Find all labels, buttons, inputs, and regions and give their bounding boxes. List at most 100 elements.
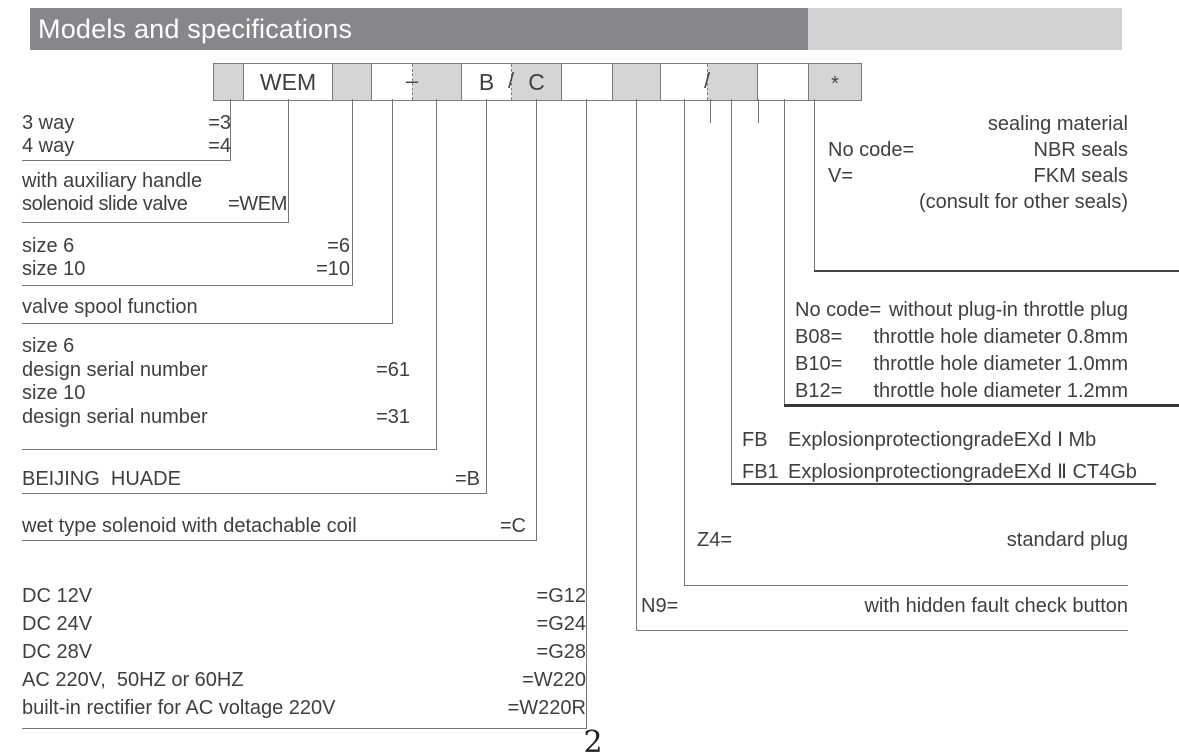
label: with auxiliary handle bbox=[22, 170, 203, 192]
underline-wem bbox=[22, 222, 289, 223]
value: =4 bbox=[208, 135, 231, 157]
value: =W220R bbox=[507, 697, 586, 719]
label-row: DC 28V =G28 bbox=[22, 638, 586, 666]
value: =G24 bbox=[536, 613, 586, 635]
code-cell-8 bbox=[562, 64, 613, 100]
connector-ways bbox=[230, 99, 231, 160]
label: N9= bbox=[641, 595, 679, 617]
underline-spool bbox=[22, 323, 393, 324]
label: 4 way bbox=[22, 135, 75, 157]
section-brand: BEIJING HUADE =B bbox=[22, 468, 480, 491]
label: 3 way bbox=[22, 112, 75, 134]
value: =10 bbox=[316, 258, 350, 280]
value: throttle hole diameter 1.2mm bbox=[873, 380, 1128, 402]
value: =W220 bbox=[522, 669, 586, 691]
section-spool-function: valve spool function bbox=[22, 296, 382, 319]
label-row: design serial number =31 bbox=[22, 406, 410, 430]
section-voltage: DC 12V =G12 DC 24V =G24 DC 28V =G28 AC 2… bbox=[22, 582, 586, 722]
page-title: Models and specifications bbox=[38, 14, 353, 44]
section-throttle-plug: No code= without plug-in throttle plug B… bbox=[795, 297, 1128, 405]
label-row: valve spool function bbox=[22, 296, 382, 319]
label-row: V= FKM seals bbox=[828, 163, 1128, 189]
code-cell-13-asterisk: * bbox=[809, 64, 861, 100]
label-row: 4 way =4 bbox=[22, 135, 231, 158]
label-row: B12= throttle hole diameter 1.2mm bbox=[795, 378, 1128, 405]
section-wem-valve: with auxiliary handle solenoid slide val… bbox=[22, 170, 287, 216]
label-row: wet type solenoid with detachable coil =… bbox=[22, 515, 526, 538]
value: =31 bbox=[376, 405, 410, 428]
label: solenoid slide valve bbox=[22, 193, 188, 215]
connector-stub-1 bbox=[710, 99, 711, 123]
connector-standard-plug bbox=[684, 99, 685, 585]
underline-design bbox=[22, 449, 437, 450]
label: DC 12V bbox=[22, 585, 93, 607]
label: built-in rectifier for AC voltage 220V bbox=[22, 697, 336, 719]
underline-voltage bbox=[22, 728, 587, 729]
value: FKM seals bbox=[1033, 165, 1128, 187]
section-header-bar-extension bbox=[808, 8, 1122, 50]
label: DC 28V bbox=[22, 641, 93, 663]
label: No code= bbox=[828, 139, 915, 161]
label: B08= bbox=[795, 326, 843, 348]
connector-explosion bbox=[731, 99, 732, 483]
label-row: DC 24V =G24 bbox=[22, 610, 586, 638]
label: valve spool function bbox=[22, 296, 198, 318]
label-row: 3 way =3 bbox=[22, 112, 231, 135]
label-row: AC 220V, 50HZ or 60HZ =W220 bbox=[22, 666, 586, 694]
label-row: design serial number =61 bbox=[22, 359, 410, 383]
label: B12= bbox=[795, 380, 843, 402]
label: Z4= bbox=[697, 529, 733, 551]
code-cell-12 bbox=[758, 64, 809, 100]
code-cell-6-b: B bbox=[462, 64, 512, 100]
connector-brand bbox=[486, 99, 487, 493]
underline-sealing bbox=[814, 270, 1179, 272]
label: size 10 bbox=[22, 382, 86, 404]
label: design serial number bbox=[22, 405, 208, 428]
label: size 6 bbox=[22, 335, 75, 357]
section-ways: 3 way =3 4 way =4 bbox=[22, 112, 231, 158]
label: AC 220V, 50HZ or 60HZ bbox=[22, 669, 244, 691]
label-row: B10= throttle hole diameter 1.0mm bbox=[795, 351, 1128, 378]
label: size 6 bbox=[22, 235, 75, 257]
section-explosion-protection: FB ExplosionprotectiongradeEXd Ⅰ Mb FB1 … bbox=[742, 424, 1156, 488]
underline-ways bbox=[22, 160, 231, 161]
label-row: with auxiliary handle bbox=[22, 170, 287, 193]
value: ExplosionprotectiongradeEXd Ⅱ CT4Gb bbox=[788, 461, 1137, 483]
label-row: sealing material bbox=[828, 111, 1128, 137]
label-row: B08= throttle hole diameter 0.8mm bbox=[795, 324, 1128, 351]
label-row: DC 12V =G12 bbox=[22, 582, 586, 610]
section-coil: wet type solenoid with detachable coil =… bbox=[22, 515, 526, 538]
label-row: Z4= standard plug bbox=[697, 529, 1128, 552]
value: throttle hole diameter 1.0mm bbox=[873, 353, 1128, 375]
section-design-serial: size 6 design serial number =61 size 10 … bbox=[22, 335, 410, 429]
connector-size bbox=[352, 99, 353, 285]
underline-throttle bbox=[784, 404, 1179, 407]
code-cell-11 bbox=[708, 64, 758, 100]
underline-explosion bbox=[731, 483, 1156, 485]
code-separator-slash1: / bbox=[507, 68, 515, 93]
section-size: size 6 =6 size 10 =10 bbox=[22, 235, 350, 281]
value: NBR seals bbox=[1033, 139, 1128, 161]
connector-spool bbox=[392, 99, 393, 323]
code-cell-1 bbox=[214, 64, 244, 100]
code-separator-slash2: / bbox=[703, 68, 711, 93]
value: with hidden fault check button bbox=[864, 595, 1128, 617]
code-cell-2-wem: WEM bbox=[244, 64, 333, 100]
label-row: No code= without plug-in throttle plug bbox=[795, 297, 1128, 324]
code-cell-5 bbox=[413, 64, 462, 100]
value: =3 bbox=[208, 112, 231, 134]
value: =WEM bbox=[228, 193, 287, 215]
value: sealing material bbox=[987, 113, 1128, 135]
connector-stub-2 bbox=[758, 99, 759, 123]
underline-coil bbox=[22, 540, 537, 541]
label: wet type solenoid with detachable coil bbox=[22, 515, 357, 537]
label-row: N9= with hidden fault check button bbox=[641, 595, 1128, 618]
code-separator-dash: – bbox=[405, 68, 419, 93]
label: size 10 bbox=[22, 258, 86, 280]
label-row: size 6 bbox=[22, 335, 410, 359]
underline-brand bbox=[22, 493, 487, 494]
value: =61 bbox=[376, 358, 410, 381]
connector-design bbox=[436, 99, 437, 449]
label-row: (consult for other seals) bbox=[828, 189, 1128, 215]
